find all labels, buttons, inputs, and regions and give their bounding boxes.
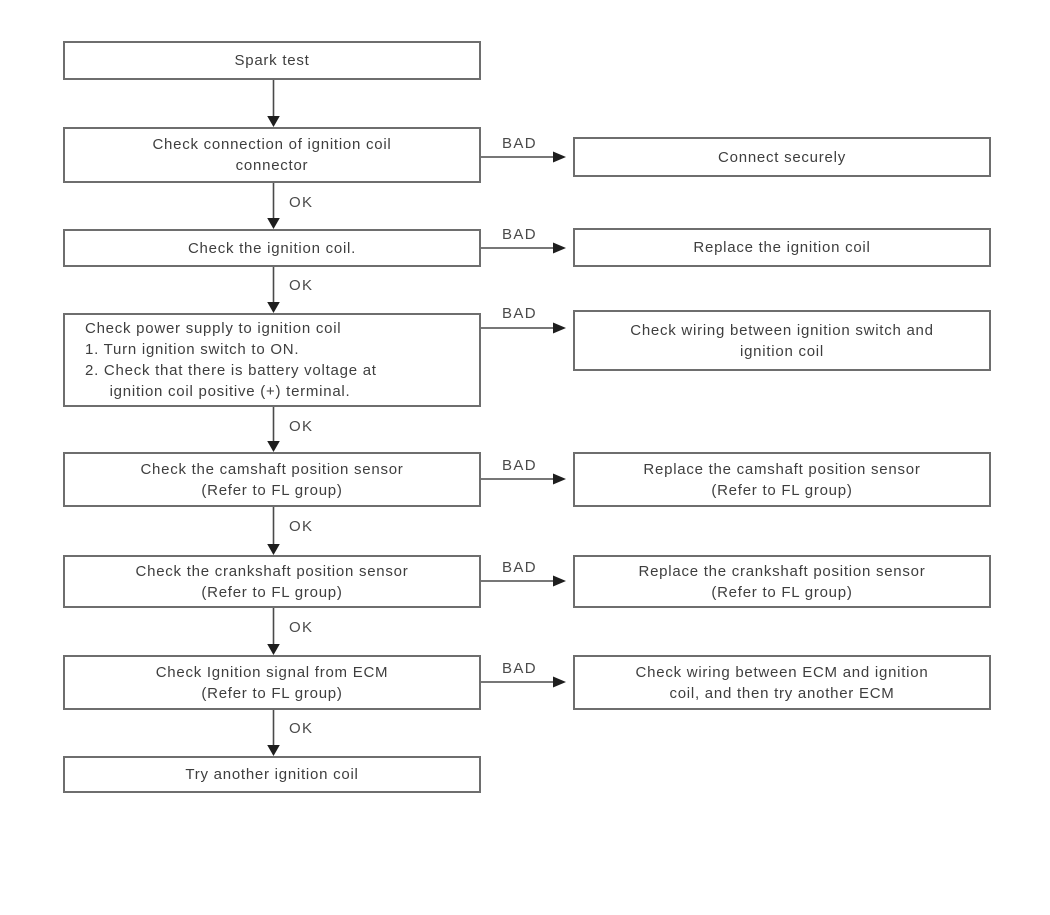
node-replace-crankshaft-sensor: Replace the crankshaft position sensor (… bbox=[573, 555, 991, 608]
node-connect-securely: Connect securely bbox=[573, 137, 991, 177]
node-check-wiring-ecm: Check wiring between ECM and ignition co… bbox=[573, 655, 991, 710]
ok-label: OK bbox=[289, 518, 314, 535]
node-try-another-coil: Try another ignition coil bbox=[63, 756, 481, 793]
bad-label: BAD bbox=[502, 135, 537, 152]
node-check-camshaft-sensor: Check the camshaft position sensor (Refe… bbox=[63, 452, 481, 507]
bad-label: BAD bbox=[502, 559, 537, 576]
bad-label: BAD bbox=[502, 226, 537, 243]
node-replace-ignition-coil: Replace the ignition coil bbox=[573, 228, 991, 267]
ok-label: OK bbox=[289, 194, 314, 211]
bad-label: BAD bbox=[502, 660, 537, 677]
node-check-crankshaft-sensor: Check the crankshaft position sensor (Re… bbox=[63, 555, 481, 608]
ok-label: OK bbox=[289, 720, 314, 737]
node-spark-test: Spark test bbox=[63, 41, 481, 80]
ok-label: OK bbox=[289, 418, 314, 435]
node-replace-camshaft-sensor: Replace the camshaft position sensor (Re… bbox=[573, 452, 991, 507]
node-check-ignition-signal: Check Ignition signal from ECM (Refer to… bbox=[63, 655, 481, 710]
ok-label: OK bbox=[289, 619, 314, 636]
node-check-power-supply: Check power supply to ignition coil 1. T… bbox=[63, 313, 481, 407]
bad-label: BAD bbox=[502, 457, 537, 474]
bad-label: BAD bbox=[502, 305, 537, 322]
node-check-ignition-coil: Check the ignition coil. bbox=[63, 229, 481, 267]
node-check-connection: Check connection of ignition coil connec… bbox=[63, 127, 481, 183]
ok-label: OK bbox=[289, 277, 314, 294]
node-check-wiring-switch: Check wiring between ignition switch and… bbox=[573, 310, 991, 371]
